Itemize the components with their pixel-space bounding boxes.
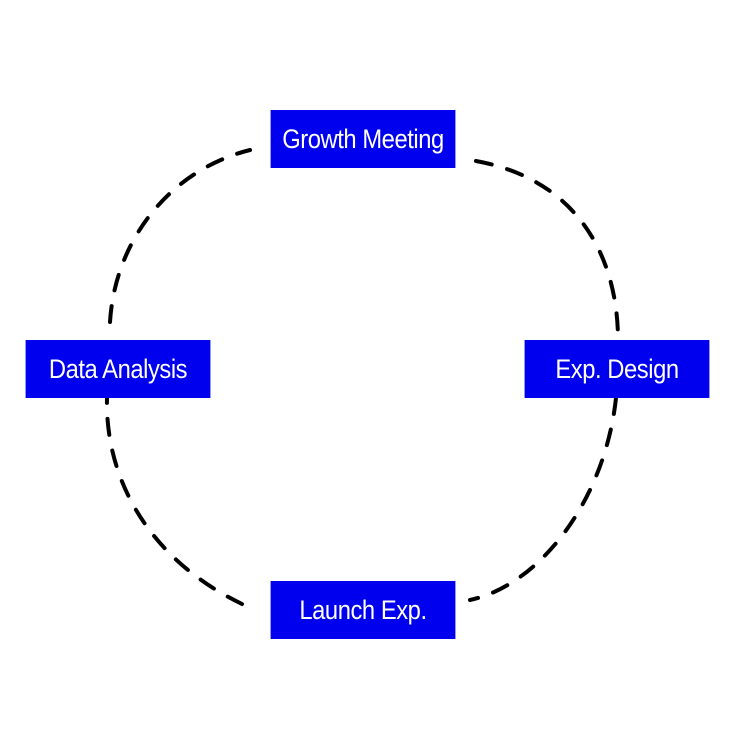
edge-exp-design-to-launch-exp bbox=[468, 396, 618, 602]
node-growth-meeting: Growth Meeting bbox=[270, 110, 456, 168]
node-growth-meeting-label: Growth Meeting bbox=[282, 123, 444, 154]
edge-data-analysis-to-growth-meeting bbox=[108, 148, 252, 324]
node-launch-exp-label: Launch Exp. bbox=[299, 594, 427, 625]
node-exp-design: Exp. Design bbox=[524, 340, 710, 398]
node-data-analysis-label: Data Analysis bbox=[48, 353, 188, 384]
node-exp-design-label: Exp. Design bbox=[555, 353, 679, 384]
edge-growth-meeting-to-exp-design bbox=[474, 159, 620, 342]
edge-launch-exp-to-data-analysis bbox=[104, 396, 244, 606]
node-launch-exp: Launch Exp. bbox=[270, 581, 456, 639]
node-data-analysis: Data Analysis bbox=[25, 340, 211, 398]
